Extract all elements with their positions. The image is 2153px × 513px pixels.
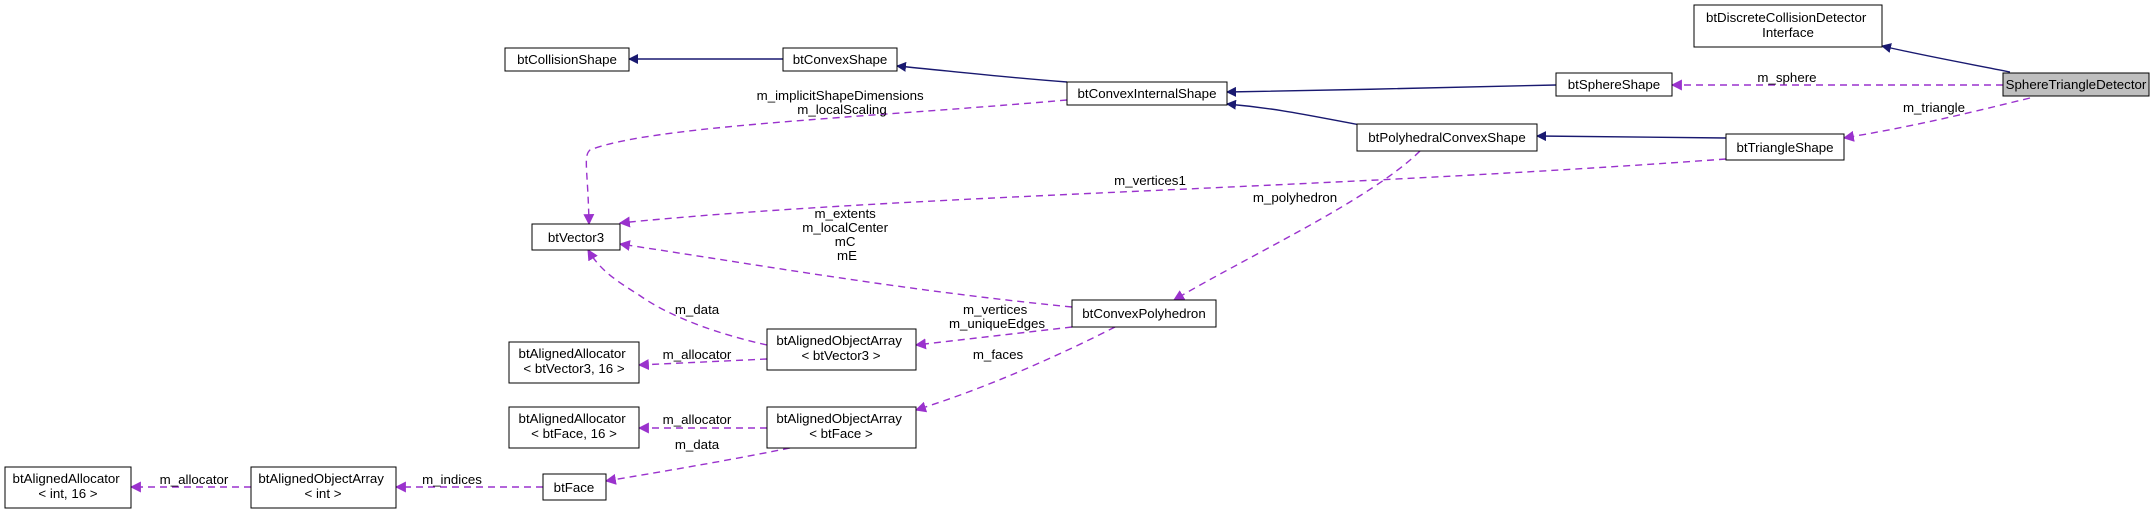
- label-m_polyhedron: m_polyhedron: [1253, 190, 1337, 205]
- edge-btPolyhedralConvexShape-to-btConvexInternalShape: [1226, 99, 1373, 128]
- edge-btConvexInternalShape-to-btConvexShape: [896, 61, 1068, 83]
- svg-text:btAlignedAllocator < b: btAlignedAllocator < btFace, 16 >: [519, 411, 630, 441]
- svg-text:btPolyhedralConvexShape: btPolyhedralConvexShape: [1368, 130, 1525, 145]
- node-btSphereShape[interactable]: btSphereShape: [1555, 72, 1673, 97]
- label-m_allocator-face: m_allocator: [663, 412, 732, 427]
- node-btAlignedObjectArray-int[interactable]: btAlignedObjectArray < int >: [250, 466, 397, 509]
- edge-m_data-vec: [587, 249, 768, 346]
- node-btDiscreteCollisionDetectorInterface[interactable]: btDiscreteCollisionDetector Interface: [1693, 4, 1883, 48]
- label-m_faces: m_faces: [973, 347, 1024, 362]
- edge-m_vertices1: [618, 158, 1727, 228]
- svg-text:btDiscreteCollisionDetector: btDiscreteCollisionDetector Interface: [1706, 10, 1870, 40]
- edge-m_implicitShapeDimensions: [583, 99, 1068, 226]
- svg-text:SphereTriangleDetector: SphereTriangleDetector: [2006, 77, 2147, 92]
- edge-m_data-face: [604, 447, 791, 485]
- svg-text:btAlignedAllocator < i: btAlignedAllocator < int, 16 >: [13, 471, 124, 501]
- node-btConvexInternalShape[interactable]: btConvexInternalShape: [1066, 81, 1228, 106]
- node-btAlignedObjectArray-btFace[interactable]: btAlignedObjectArray < btFace >: [766, 406, 917, 449]
- edge-m_vertices: [914, 326, 1073, 350]
- svg-text:btSphereShape: btSphereShape: [1568, 77, 1660, 92]
- node-btConvexPolyhedron[interactable]: btConvexPolyhedron: [1071, 299, 1217, 328]
- label-m_allocator-vec: m_allocator: [663, 347, 732, 362]
- svg-text:btVector3: btVector3: [548, 230, 604, 245]
- node-btAlignedAllocator-btFace[interactable]: btAlignedAllocator < btFace, 16 >: [508, 406, 640, 449]
- node-btAlignedAllocator-int[interactable]: btAlignedAllocator < int, 16 >: [4, 466, 132, 509]
- edge-btTriangleShape-to-btPolyhedralConvexShape: [1536, 131, 1727, 142]
- svg-text:btFace: btFace: [554, 480, 595, 495]
- node-btTriangleShape[interactable]: btTriangleShape: [1725, 133, 1845, 161]
- node-btFace[interactable]: btFace: [542, 473, 607, 501]
- edge-btSphereShape-to-btConvexInternalShape: [1226, 84, 1557, 97]
- svg-text:btAlignedObjectArray <: btAlignedObjectArray < int >: [258, 471, 387, 501]
- node-SphereTriangleDetector[interactable]: SphereTriangleDetector: [2002, 72, 2150, 97]
- node-btAlignedAllocator-btVector3[interactable]: btAlignedAllocator < btVector3, 16 >: [508, 341, 640, 384]
- node-btConvexShape[interactable]: btConvexShape: [782, 47, 898, 72]
- svg-text:btAlignedObjectArray <: btAlignedObjectArray < btFace >: [776, 411, 905, 441]
- svg-text:btAlignedObjectArray <: btAlignedObjectArray < btVector3 >: [776, 333, 905, 363]
- label-m_vertices: m_vertices m_uniqueEdges: [949, 302, 1045, 331]
- edge-m_faces: [914, 326, 1116, 413]
- label-m_data-face: m_data: [675, 437, 720, 452]
- edge-SphereTriangleDetector-to-btDiscreteCollisionDetectorInterface: [1881, 43, 2011, 73]
- usage-edges: [129, 79, 2031, 493]
- node-btPolyhedralConvexShape[interactable]: btPolyhedralConvexShape: [1356, 123, 1538, 152]
- svg-text:btTriangleShape: btTriangleShape: [1736, 140, 1833, 155]
- edge-m_polyhedron: [1173, 150, 1421, 301]
- label-m_triangle: m_triangle: [1903, 100, 1965, 115]
- svg-text:btConvexPolyhedron: btConvexPolyhedron: [1082, 306, 1205, 321]
- label-m_extents: m_extents m_localCenter mC mE: [802, 206, 891, 263]
- label-m_allocator-int: m_allocator: [160, 472, 229, 487]
- node-btCollisionShape[interactable]: btCollisionShape: [504, 47, 630, 72]
- node-btVector3[interactable]: btVector3: [531, 223, 621, 251]
- svg-text:btConvexShape: btConvexShape: [793, 52, 888, 67]
- node-btAlignedObjectArray-btVector3[interactable]: btAlignedObjectArray < btVector3 >: [766, 328, 917, 371]
- svg-text:btConvexInternalShape: btConvexInternalShape: [1078, 86, 1217, 101]
- edge-m_extents: [618, 240, 1073, 308]
- edge-m_triangle: [1842, 97, 2031, 142]
- label-m_vertices1: m_vertices1: [1114, 173, 1186, 188]
- edge-m_allocator-vec: [637, 358, 768, 371]
- svg-text:btAlignedAllocator < b: btAlignedAllocator < btVector3, 16 >: [519, 346, 630, 376]
- label-m_implicitShapeDimensions: m_implicitShapeDimensions m_localScaling: [757, 88, 928, 117]
- label-m_indices: m_indices: [422, 472, 482, 487]
- nodes: btCollisionShape btConvexShape btConvexI…: [4, 4, 2150, 509]
- label-m_data-vec: m_data: [675, 302, 720, 317]
- inheritance-edges: [628, 43, 2011, 142]
- edge-labels: m_sphere m_triangle m_implicitShapeDimen…: [160, 70, 1965, 487]
- label-m_sphere: m_sphere: [1757, 70, 1816, 85]
- svg-text:btCollisionShape: btCollisionShape: [517, 52, 617, 67]
